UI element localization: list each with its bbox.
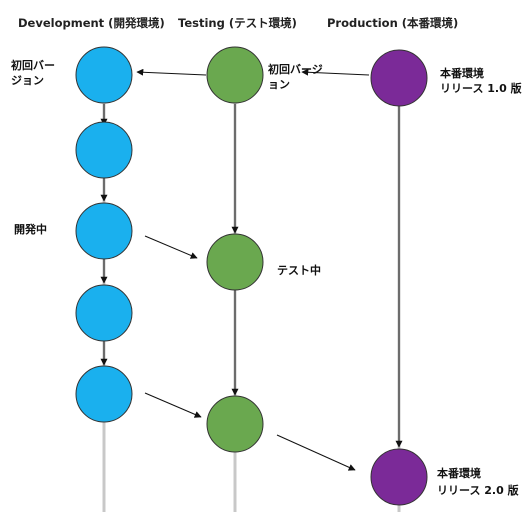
label-dev-initial-2: ジョン <box>11 74 44 87</box>
label-test-initial-2: ョン <box>268 78 290 91</box>
label-test-initial-1: 初回バージ <box>268 62 323 76</box>
dev-node-3 <box>75 202 133 260</box>
lane-title-production: Production (本番環境) <box>327 16 458 30</box>
arrow-dev-to-test-progress <box>144 235 198 259</box>
dev-node-2 <box>75 121 133 179</box>
test-node-2 <box>206 233 264 291</box>
test-node-1 <box>206 46 264 104</box>
arrow-test-to-prod-release <box>276 434 356 471</box>
prod-node-1 <box>370 49 428 107</box>
test-node-3 <box>206 395 264 453</box>
arrow-test-to-dev-initial <box>136 68 207 76</box>
label-prod-release-1-line-1: 本番環境 <box>440 66 484 80</box>
label-test-in-progress: テスト中 <box>277 263 321 277</box>
dev-node-5 <box>75 365 133 423</box>
dev-node-4 <box>75 284 133 342</box>
label-dev-initial-1: 初回バー <box>11 58 55 72</box>
prod-node-2 <box>370 448 428 506</box>
arrow-dev-to-test-final <box>144 392 202 418</box>
label-prod-release-1-line-2: リリース 1.0 版 <box>440 81 522 95</box>
lane-title-testing: Testing (テスト環境) <box>178 16 297 30</box>
dev-node-1 <box>75 46 133 104</box>
label-dev-in-progress: 開発中 <box>14 222 47 236</box>
arrow-prod-to-test-initial <box>301 68 370 76</box>
label-prod-release-2-line-2: リリース 2.0 版 <box>437 483 519 497</box>
lane-title-development: Development (開発環境) <box>18 16 165 30</box>
label-prod-release-2-line-1: 本番環境 <box>437 466 481 480</box>
